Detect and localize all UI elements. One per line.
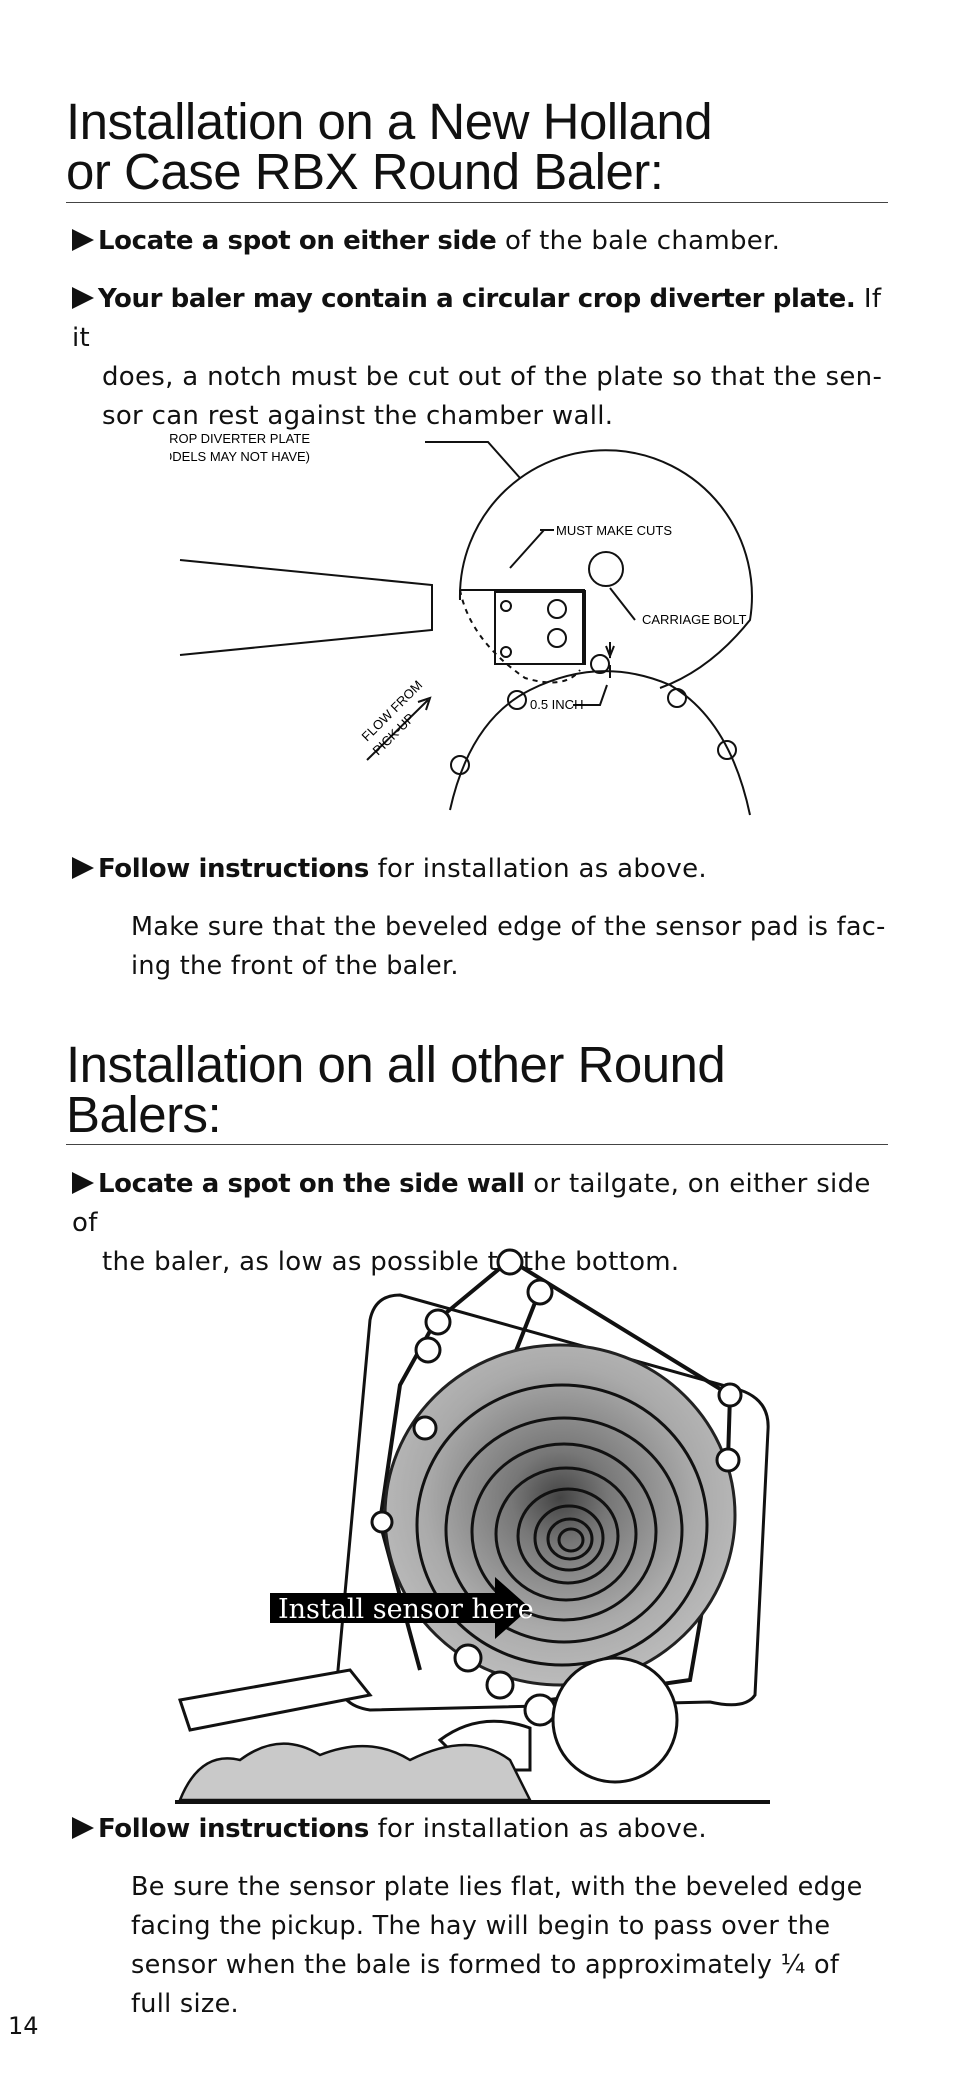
bullet-text: If it <box>72 284 882 353</box>
page-number: 14 <box>8 2012 39 2040</box>
section-title-other-balers: Installation on all other Round Balers: <box>66 1039 886 1143</box>
bullet-diverter-plate: Your baler may contain a circular crop d… <box>72 280 892 436</box>
label-half-inch: 0.5 INCH <box>530 697 583 712</box>
install-sensor-callout: Install sensor here <box>278 1594 534 1625</box>
note-line: Be sure the sensor plate lies flat, with… <box>131 1872 863 1902</box>
note-line: facing the pickup. The hay will begin to… <box>131 1911 831 1941</box>
label-crop-diverter: CROP DIVERTER PLATE <box>170 431 310 446</box>
title-line: Installation on a New Holland <box>66 93 713 150</box>
bullet-arrow-icon <box>72 1817 94 1839</box>
label-carriage-bolt: CARRIAGE BOLT <box>642 612 747 627</box>
bullet-arrow-icon <box>72 287 94 309</box>
section-divider <box>66 202 888 203</box>
bullet-follow-instructions: Follow instructions for installation as … <box>72 850 892 889</box>
note-line: full size. <box>131 1989 239 2019</box>
section-divider <box>66 1144 888 1145</box>
bullet-text: for installation as above. <box>369 854 707 884</box>
title-line: or Case RBX Round Baler: <box>66 143 664 200</box>
note-beveled-edge: Make sure that the beveled edge of the s… <box>131 908 891 986</box>
bullet-lead: Locate a spot on the side wall <box>98 1169 525 1199</box>
note-line: sensor when the bale is formed to approx… <box>131 1950 840 1980</box>
note-line: Make sure that the beveled edge of the s… <box>131 912 886 942</box>
title-line: Installation on all other Round <box>66 1036 726 1093</box>
diverter-plate-diagram: CROP DIVERTER PLATE (SOME MODELS MAY NOT… <box>170 431 753 816</box>
label-must-make-cuts: MUST MAKE CUTS <box>556 523 672 538</box>
round-baler-illustration: Install sensor here <box>175 1248 770 1804</box>
bullet-locate-side-wall: Locate a spot on the side wall or tailga… <box>72 1165 892 1282</box>
title-line: Balers: <box>66 1086 222 1143</box>
bullet-lead: Follow instructions <box>98 854 369 884</box>
bullet-text: sor can rest against the chamber wall. <box>102 401 614 431</box>
bullet-text: for installation as above. <box>369 1814 707 1844</box>
note-line: ing the front of the baler. <box>131 951 459 981</box>
bullet-lead: Follow instructions <box>98 1814 369 1844</box>
bullet-arrow-icon <box>72 857 94 879</box>
bullet-lead: Locate a spot on either side <box>98 226 497 256</box>
bullet-lead: Your baler may contain a circular crop d… <box>98 284 856 314</box>
bullet-follow-instructions-2: Follow instructions for installation as … <box>72 1810 892 1849</box>
bullet-text: or tailgate, on either side of <box>72 1169 871 1238</box>
bullet-locate-spot: Locate a spot on either side of the bale… <box>72 222 892 261</box>
bullet-arrow-icon <box>72 1172 94 1194</box>
note-sensor-flat: Be sure the sensor plate lies flat, with… <box>131 1868 891 2024</box>
bullet-text: does, a notch must be cut out of the pla… <box>102 362 883 392</box>
bullet-text: the baler, as low as possible to the bot… <box>102 1247 680 1277</box>
bullet-text: of the bale chamber. <box>496 226 781 256</box>
label-some-models: (SOME MODELS MAY NOT HAVE) <box>170 449 310 464</box>
section-title-new-holland: Installation on a New Holland or Case RB… <box>66 96 886 200</box>
bullet-arrow-icon <box>72 229 94 251</box>
